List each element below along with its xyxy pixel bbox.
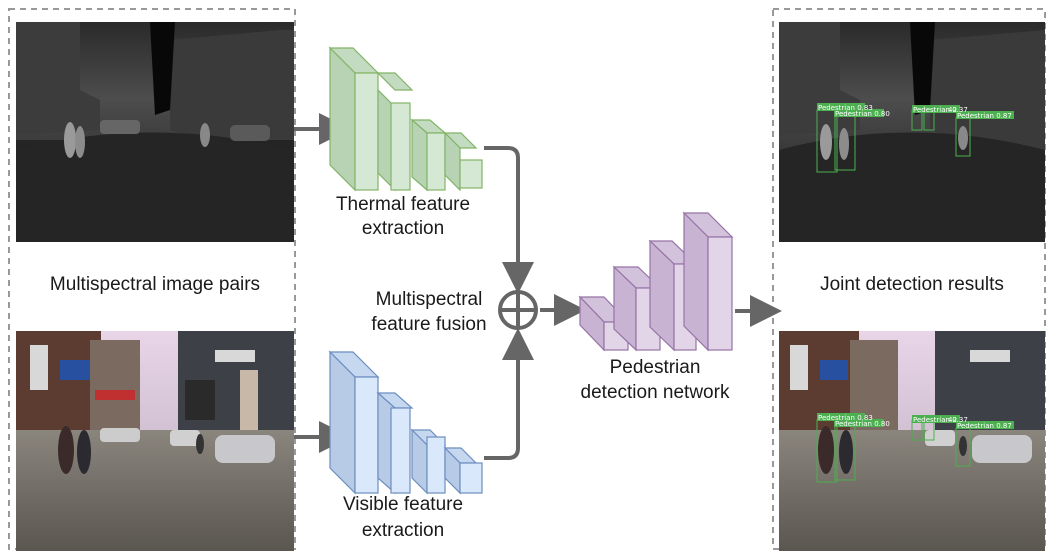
detection-label: 42: [948, 416, 957, 424]
fusion-label-line2: feature fusion: [371, 314, 486, 335]
visible-extractor-blocks: [328, 350, 483, 495]
thermal-extraction-label-line1: Thermal feature: [336, 194, 470, 215]
detection-label: Pedestrian 0.83: [818, 104, 873, 112]
thermal-extraction-label-line2: extraction: [362, 218, 444, 239]
arrow-icon: [294, 113, 782, 460]
fusion-label-line1: Multispectral: [376, 289, 483, 310]
detection-label: Pedestrian 0.37: [913, 106, 968, 114]
detection-label: Pedestrian 0.83: [818, 414, 873, 422]
detection-network-label-line2: detection network: [581, 382, 730, 403]
fusion-sum-icon: [498, 290, 538, 330]
thermal-result-image: Pedestrian 0.83 Pedestrian 0.80 Pedestri…: [779, 22, 1045, 242]
visible-input-image: [16, 331, 294, 551]
results-label: Joint detection results: [820, 274, 1004, 295]
input-images-label: Multispectral image pairs: [50, 274, 260, 295]
detection-label: Pedestrian 0.80: [835, 420, 890, 428]
visible-extraction-label-line1: Visible feature: [343, 494, 463, 515]
thermal-input-image: [16, 22, 294, 242]
detection-label: Pedestrian 0.87: [957, 422, 1012, 430]
visible-result-image: Pedestrian 0.83 Pedestrian 0.80 Pedestri…: [779, 331, 1045, 551]
detector-blocks: [578, 211, 734, 352]
detection-label: Pedestrian 0.37: [913, 416, 968, 424]
thermal-extractor-blocks: [328, 46, 483, 192]
visible-extraction-label-line2: extraction: [362, 520, 444, 541]
detection-label: Pedestrian 0.80: [835, 110, 890, 118]
visible-to-fusion-arrow: [484, 328, 534, 460]
detection-label: 42: [948, 106, 957, 114]
detection-network-label-line1: Pedestrian: [610, 357, 701, 378]
thermal-to-fusion-arrow: [484, 146, 534, 294]
detection-label: Pedestrian 0.87: [957, 112, 1012, 120]
